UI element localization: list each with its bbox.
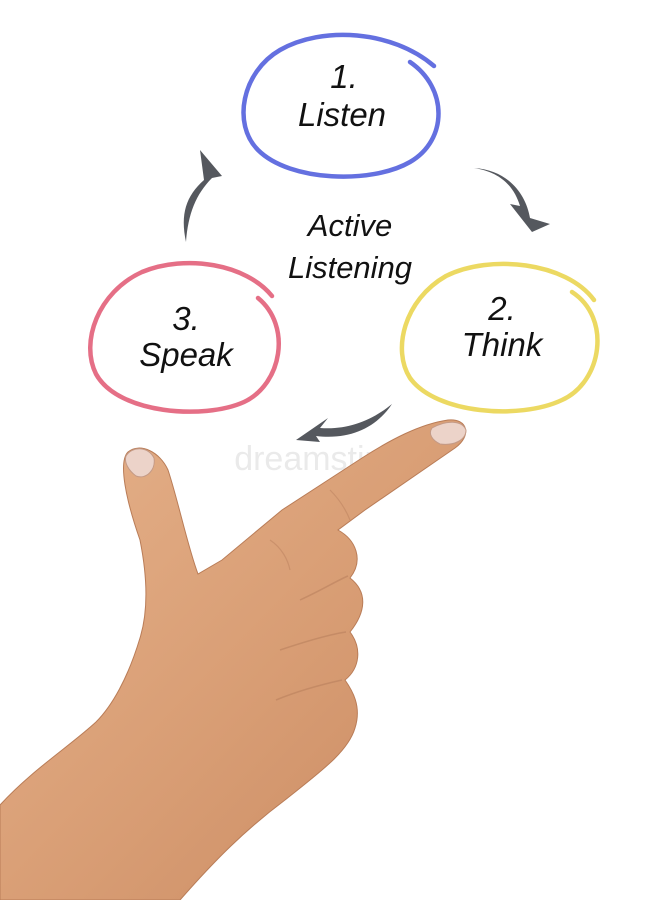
center-title-line2: Listening (288, 250, 412, 285)
listen-number: 1. (330, 58, 358, 95)
center-title: Active Listening (288, 208, 412, 285)
think-label: Think (462, 326, 544, 363)
think-circle (399, 261, 600, 414)
arrow-listen-to-think (474, 168, 550, 232)
center-title-line1: Active (306, 208, 392, 243)
step-think: 2. Think (399, 261, 600, 414)
speak-circle (88, 260, 281, 414)
index-fingernail (429, 421, 467, 445)
step-speak: 3. Speak (88, 260, 281, 414)
speak-number: 3. (172, 300, 200, 337)
step-listen: 1. Listen (241, 32, 441, 179)
thumb-fingernail (125, 448, 155, 478)
think-number: 2. (487, 290, 516, 327)
listen-label: Listen (298, 96, 386, 133)
knuckle-shadow (269, 489, 351, 571)
arrow-speak-to-listen (183, 150, 222, 242)
listen-circle (241, 32, 441, 179)
hand-shape (0, 419, 467, 900)
pointing-hand (0, 419, 467, 900)
speak-label: Speak (139, 336, 234, 373)
cycle-arrows (183, 150, 550, 442)
arrow-think-to-speak (296, 404, 392, 442)
finger-crease (275, 575, 349, 701)
